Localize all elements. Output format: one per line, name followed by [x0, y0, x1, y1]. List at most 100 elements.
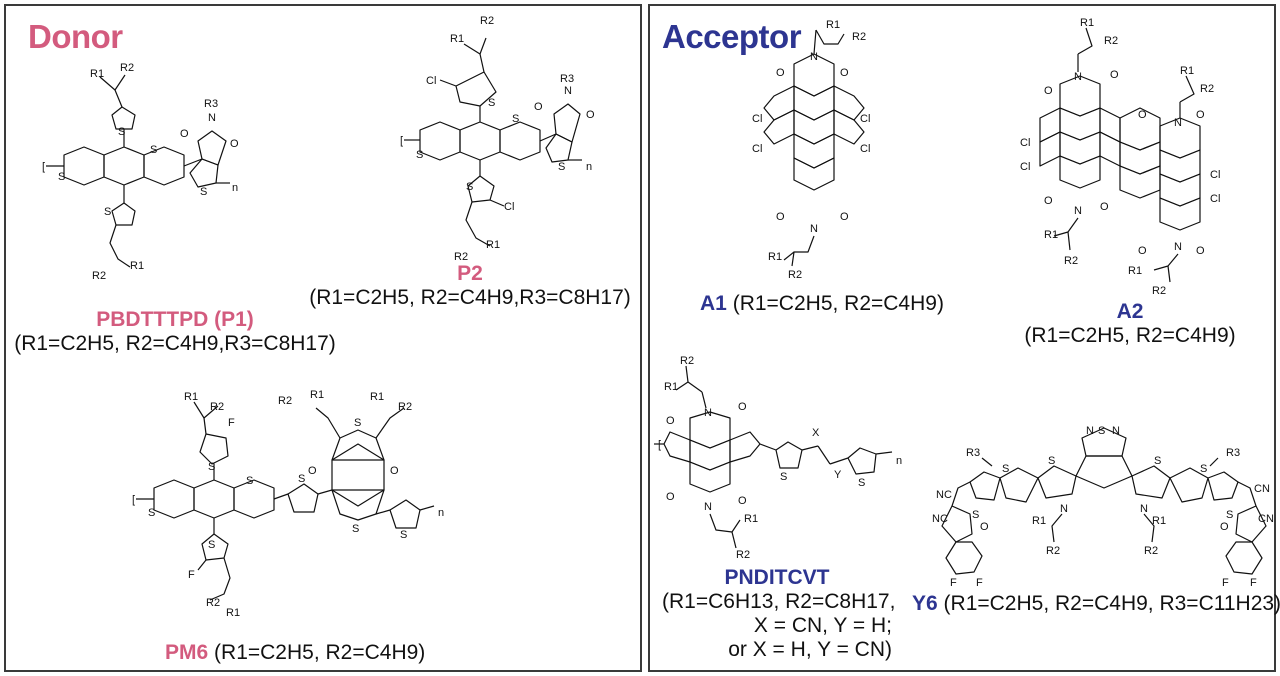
- a1-substituents: (R1=C2H5, R2=C4H9): [732, 292, 944, 315]
- svg-text:Cl: Cl: [860, 143, 870, 155]
- svg-text:F: F: [976, 577, 983, 589]
- svg-text:R1: R1: [1080, 17, 1094, 29]
- svg-text:R2: R2: [1046, 545, 1060, 557]
- svg-text:N: N: [810, 51, 818, 63]
- svg-text:N: N: [1140, 503, 1148, 515]
- svg-text:S: S: [104, 206, 111, 218]
- pnditcvt-line1: (R1=C6H13, R2=C8H17,: [662, 590, 896, 613]
- svg-text:O: O: [1196, 109, 1205, 121]
- svg-text:R1: R1: [768, 251, 782, 263]
- pnditcvt-line3: or X = H, Y = CN): [728, 638, 892, 661]
- svg-text:O: O: [1138, 109, 1147, 121]
- svg-text:R2: R2: [680, 355, 694, 367]
- svg-text:N: N: [810, 223, 818, 235]
- svg-text:R3: R3: [1226, 447, 1240, 459]
- svg-text:O: O: [666, 415, 675, 427]
- svg-text:S: S: [1226, 509, 1233, 521]
- svg-text:R3: R3: [560, 73, 574, 85]
- svg-text:O: O: [980, 521, 989, 533]
- svg-text:S: S: [1098, 425, 1105, 437]
- svg-text:S: S: [354, 417, 361, 429]
- svg-text:R3: R3: [204, 98, 218, 110]
- svg-text:S: S: [512, 113, 519, 125]
- svg-text:R1: R1: [1032, 515, 1046, 527]
- p2-substituents: (R1=C2H5, R2=C4H9,R3=C8H17): [309, 286, 631, 309]
- svg-text:S: S: [780, 471, 787, 483]
- svg-text:Cl: Cl: [1210, 193, 1220, 205]
- svg-text:O: O: [1100, 201, 1109, 213]
- svg-text:S: S: [488, 97, 495, 109]
- y6-name: Y6: [912, 592, 938, 615]
- svg-text:O: O: [738, 401, 747, 413]
- svg-text:R3: R3: [966, 447, 980, 459]
- svg-text:S: S: [298, 473, 305, 485]
- svg-text:Cl: Cl: [504, 201, 514, 213]
- pm6-name: PM6: [165, 641, 209, 664]
- pnditcvt-caption: PNDITCVT (R1=C6H13, R2=C8H17, X = CN, Y …: [662, 566, 896, 662]
- svg-text:R2: R2: [1152, 285, 1166, 297]
- svg-text:S: S: [352, 523, 359, 535]
- svg-text:O: O: [1196, 245, 1205, 257]
- donor-panel: [4, 4, 642, 672]
- svg-text:O: O: [180, 128, 189, 140]
- svg-text:R2: R2: [480, 15, 494, 27]
- svg-text:R2: R2: [454, 251, 468, 263]
- svg-text:[: [: [400, 135, 403, 147]
- pnditcvt-name: PNDITCVT: [724, 566, 830, 589]
- svg-text:R1: R1: [1180, 65, 1194, 77]
- svg-text:F: F: [1250, 577, 1257, 589]
- svg-text:R2: R2: [852, 31, 866, 43]
- p1-name: PBDTTTPD (P1): [96, 308, 254, 331]
- svg-text:O: O: [1110, 69, 1119, 81]
- svg-text:O: O: [840, 67, 849, 79]
- svg-text:R2: R2: [1200, 83, 1214, 95]
- svg-text:N: N: [208, 112, 216, 124]
- p1-substituents: (R1=C2H5, R2=C4H9,R3=C8H17): [14, 332, 336, 355]
- svg-text:S: S: [416, 149, 423, 161]
- svg-text:R1: R1: [1128, 265, 1142, 277]
- svg-text:O: O: [776, 211, 785, 223]
- svg-text:R1: R1: [1152, 515, 1166, 527]
- svg-text:S: S: [118, 126, 125, 138]
- svg-text:O: O: [230, 138, 239, 150]
- svg-text:R1: R1: [450, 33, 464, 45]
- svg-text:N: N: [1074, 205, 1082, 217]
- svg-text:R2: R2: [736, 549, 750, 561]
- svg-text:R2: R2: [1104, 35, 1118, 47]
- svg-text:R2: R2: [788, 269, 802, 281]
- svg-text:R2: R2: [398, 401, 412, 413]
- svg-text:S: S: [558, 161, 565, 173]
- svg-text:R2: R2: [120, 62, 134, 74]
- svg-text:S: S: [200, 186, 207, 198]
- acceptor-panel: [648, 4, 1276, 672]
- a1-caption: A1 (R1=C2H5, R2=C4H9): [700, 292, 944, 316]
- svg-text:R2: R2: [1144, 545, 1158, 557]
- svg-text:S: S: [148, 507, 155, 519]
- acceptor-heading: Acceptor: [662, 18, 802, 55]
- svg-text:F: F: [188, 569, 195, 581]
- pm6-caption: PM6 (R1=C2H5, R2=C4H9): [165, 641, 425, 665]
- svg-text:Cl: Cl: [752, 113, 762, 125]
- a2-name: A2: [1116, 300, 1144, 323]
- svg-text:R1: R1: [226, 607, 240, 619]
- svg-text:S: S: [972, 509, 979, 521]
- p2-name: P2: [457, 262, 483, 285]
- svg-text:R1: R1: [1044, 229, 1058, 241]
- svg-text:F: F: [1222, 577, 1229, 589]
- svg-text:n: n: [586, 161, 592, 173]
- svg-text:O: O: [738, 495, 747, 507]
- svg-text:S: S: [150, 144, 157, 156]
- svg-text:R1: R1: [184, 391, 198, 403]
- svg-text:Cl: Cl: [426, 75, 436, 87]
- svg-text:N: N: [1174, 241, 1182, 253]
- svg-text:R1: R1: [744, 513, 758, 525]
- svg-text:Cl: Cl: [1210, 169, 1220, 181]
- svg-text:Cl: Cl: [860, 113, 870, 125]
- p2-caption: P2 (R1=C2H5, R2=C4H9,R3=C8H17): [305, 262, 635, 310]
- svg-text:O: O: [1044, 85, 1053, 97]
- svg-text:F: F: [950, 577, 957, 589]
- svg-text:n: n: [896, 455, 902, 467]
- svg-text:O: O: [666, 491, 675, 503]
- svg-text:S: S: [1154, 455, 1161, 467]
- a2-substituents: (R1=C2H5, R2=C4H9): [1024, 324, 1236, 347]
